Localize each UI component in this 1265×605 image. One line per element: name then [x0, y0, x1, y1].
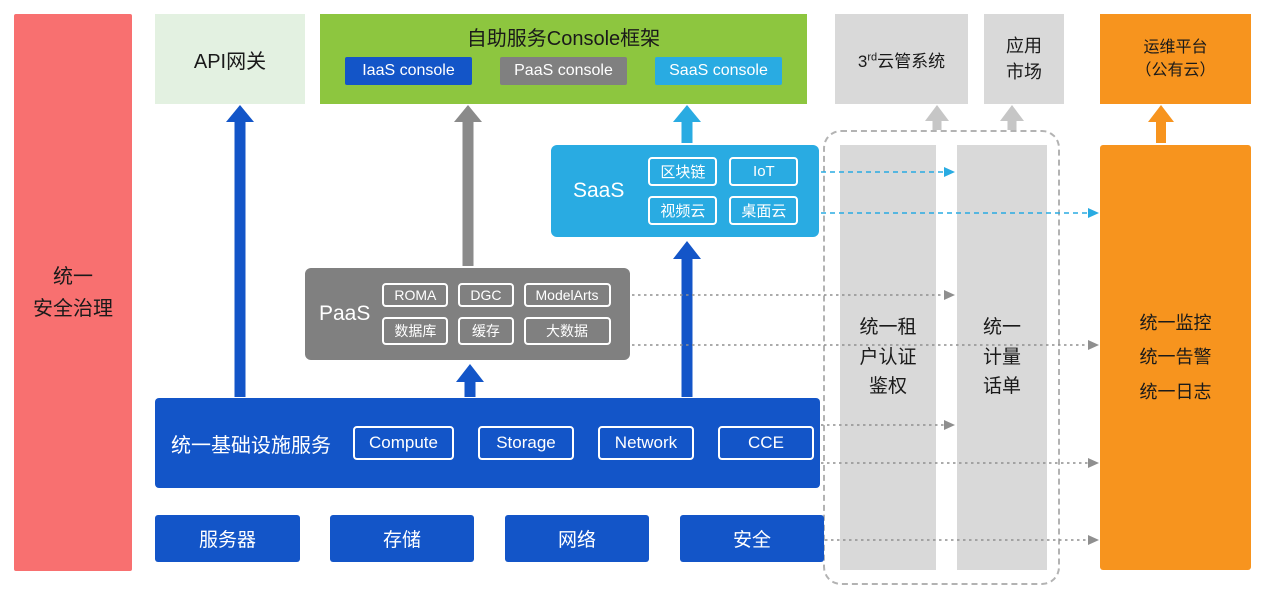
app-market-line: 市场: [1006, 62, 1042, 82]
paas-service-dgc: DGC: [458, 283, 514, 307]
paas-service-label: 缓存: [471, 323, 500, 339]
paas-layer-label: PaaS: [319, 302, 371, 325]
api-gateway-label: API网关: [193, 50, 267, 73]
metering-line: 计量: [982, 346, 1021, 368]
metering-line: 统一: [982, 317, 1021, 339]
monitoring-pillar: 统一监控 统一告警 统一日志: [1100, 145, 1251, 570]
app-market-box: 应用 市场: [984, 14, 1064, 104]
saas-service-label: IoT: [753, 163, 775, 180]
infrastructure-label: 统一基础设施服务: [171, 434, 331, 457]
paas-service-label: ROMA: [394, 287, 437, 303]
infra-service-compute: Compute: [353, 426, 454, 460]
metering-billing-pillar: 统一 计量 话单: [957, 145, 1047, 570]
shared-services-dashed-frame: [823, 130, 1060, 585]
hardware-server-box: 服务器: [155, 515, 300, 562]
hardware-label: 存储: [382, 530, 421, 551]
paas-service-bigdata: 大数据: [523, 317, 611, 345]
paas-service-roma: ROMA: [382, 283, 449, 307]
paas-console-chip: PaaS console: [500, 57, 627, 85]
monitoring-line: 统一日志: [1139, 381, 1212, 402]
hardware-storage-box: 存储: [330, 515, 474, 562]
saas-service-label: 区块链: [660, 164, 706, 181]
infra-service-label: Network: [614, 433, 678, 452]
tenant-auth-line: 户认证: [859, 346, 917, 368]
api-gateway-box: API网关: [155, 14, 305, 104]
metering-line: 话单: [982, 376, 1021, 398]
iaas-console-label: IaaS console: [362, 62, 455, 79]
paas-console-label: PaaS console: [514, 62, 613, 79]
paas-service-label: 数据库: [394, 323, 437, 339]
security-governance-line: 统一: [53, 265, 93, 288]
monitoring-line: 统一告警: [1139, 347, 1212, 368]
arrow-monitor-to-om-platform: [1148, 105, 1174, 143]
third-party-rest: 云管系统: [877, 51, 946, 71]
console-framework-box: 自助服务Console框架 IaaS console PaaS console …: [320, 14, 807, 104]
saas-service-video-cloud: 视频云: [648, 196, 718, 225]
saas-console-chip: SaaS console: [655, 57, 782, 85]
console-chip-row: IaaS console PaaS console SaaS console: [345, 57, 782, 85]
saas-layer-box: SaaS 区块链 IoT 视频云 桌面云: [551, 145, 819, 237]
paas-service-database: 数据库: [382, 317, 449, 345]
paas-service-label: ModelArts: [535, 287, 599, 303]
infra-service-storage: Storage: [477, 426, 574, 460]
hardware-label: 网络: [557, 530, 596, 551]
saas-services-grid: 区块链 IoT 视频云 桌面云: [648, 157, 799, 225]
arrow-metering-to-app-market: [1000, 105, 1024, 130]
saas-layer-label: SaaS: [573, 179, 625, 202]
security-governance-bar: 统一 安全治理: [14, 14, 132, 571]
third-party-base: 3: [857, 51, 868, 71]
om-platform-line: （公有云）: [1135, 62, 1216, 79]
saas-service-blockchain: 区块链: [648, 157, 718, 186]
hardware-network-box: 网络: [505, 515, 649, 562]
infra-service-network: Network: [597, 426, 694, 460]
saas-service-iot: IoT: [729, 157, 799, 186]
infra-service-label: Storage: [496, 433, 556, 452]
infra-service-label: CCE: [748, 433, 784, 452]
console-framework-title: 自助服务Console框架: [466, 28, 661, 50]
infrastructure-services-row: Compute Storage Network CCE: [353, 426, 814, 460]
paas-service-cache: 缓存: [458, 317, 514, 345]
security-governance-line: 安全治理: [33, 297, 113, 320]
arrow-saas-to-console: [673, 105, 701, 143]
hardware-label: 服务器: [198, 530, 256, 551]
arrow-infra-to-saas: [673, 241, 701, 397]
arrow-infra-to-paas: [456, 364, 484, 397]
monitoring-line: 统一监控: [1139, 313, 1212, 334]
tenant-auth-pillar: 统一租 户认证 鉴权: [840, 145, 936, 570]
arrow-paas-to-console: [454, 105, 482, 266]
tenant-auth-line: 鉴权: [868, 376, 907, 398]
third-party-sup: rd: [867, 50, 878, 63]
infra-service-label: Compute: [369, 433, 438, 452]
hardware-security-box: 安全: [680, 515, 824, 562]
paas-layer-box: PaaS ROMA DGC ModelArts 数据库 缓存 大数据: [305, 268, 630, 360]
arrow-auth-to-third-cloud: [925, 105, 949, 130]
arrow-infra-to-api-gateway: [226, 105, 254, 397]
paas-service-modelarts: ModelArts: [523, 283, 611, 307]
hardware-label: 安全: [732, 530, 771, 551]
iaas-console-chip: IaaS console: [345, 57, 472, 85]
paas-service-label: 大数据: [546, 323, 589, 339]
paas-service-label: DGC: [470, 287, 502, 303]
app-market-line: 应用: [1006, 35, 1042, 56]
infra-service-cce: CCE: [717, 426, 814, 460]
om-platform-line: 运维平台: [1143, 38, 1208, 56]
saas-service-label: 视频云: [660, 203, 706, 220]
saas-service-desktop-cloud: 桌面云: [729, 196, 799, 225]
third-party-cloud-mgmt-label: 3rd云管系统: [858, 47, 945, 72]
tenant-auth-line: 统一租: [859, 317, 917, 339]
saas-service-label: 桌面云: [741, 203, 787, 220]
third-party-cloud-mgmt-box: 3rd云管系统: [835, 14, 968, 104]
saas-console-label: SaaS console: [669, 62, 768, 79]
om-platform-box: 运维平台 （公有云）: [1100, 14, 1251, 104]
infrastructure-layer-box: 统一基础设施服务 Compute Storage Network CCE: [155, 398, 820, 488]
paas-services-grid: ROMA DGC ModelArts 数据库 缓存 大数据: [382, 283, 611, 345]
